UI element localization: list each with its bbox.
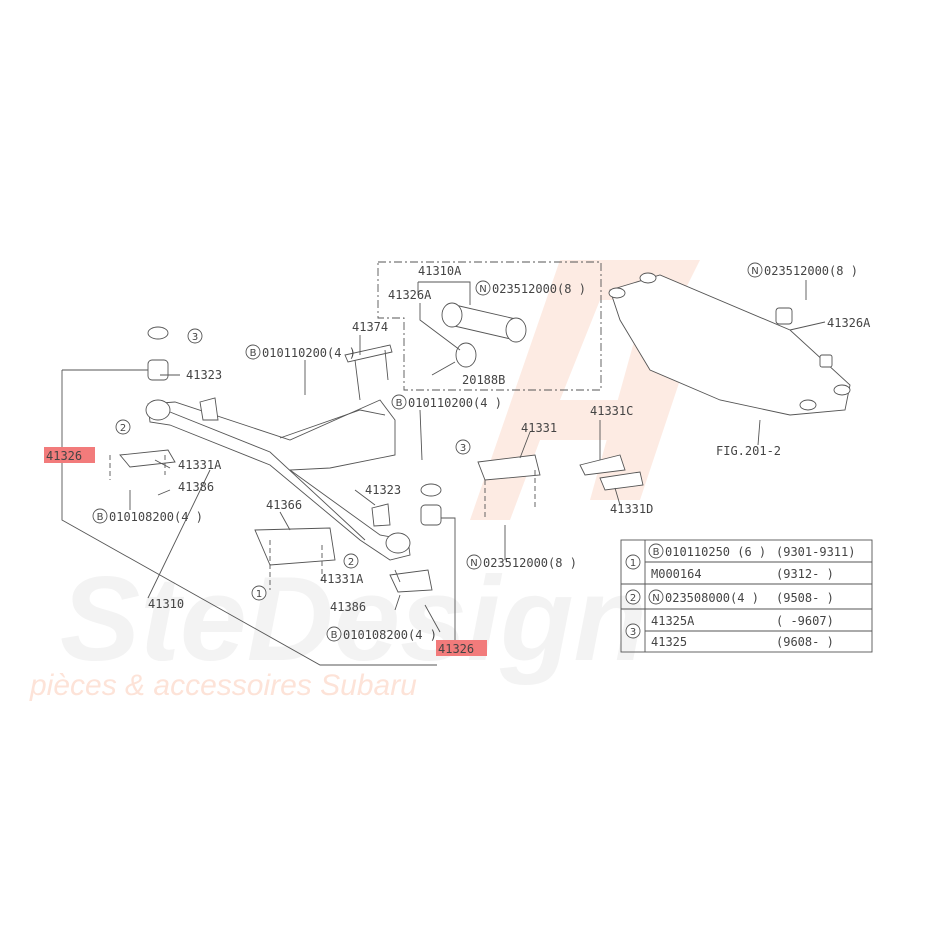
label-41323-left: 41323	[186, 368, 222, 382]
nut-callout-right: N 023512000(8 )	[747, 262, 858, 278]
ref-3-top: 3	[187, 328, 203, 344]
label-41386-mid: 41386	[330, 600, 366, 614]
callouts-two: 2	[348, 557, 354, 568]
callouts-nut: N	[751, 266, 758, 277]
table-rows-3-range: ( -9607)	[776, 614, 834, 628]
table-row: 1 B 010110250 (6 ) (9301-9311)	[625, 543, 855, 570]
table-row: 41325 (9608- )	[651, 635, 834, 649]
label-41331D: 41331D	[610, 502, 653, 516]
callouts-three: 3	[192, 332, 198, 343]
table-rows-4-part: 41325	[651, 635, 687, 649]
label-nut-right: 023512000(8 )	[764, 264, 858, 278]
label-41331C: 41331C	[590, 404, 633, 418]
label-41326A-right: 41326A	[827, 316, 871, 330]
table-rows-1-part: M000164	[651, 567, 702, 581]
label-bolt-mid: 010110200(4 )	[408, 396, 502, 410]
label-41331: 41331	[521, 421, 557, 435]
bushing-41326-left	[147, 326, 169, 381]
bracket-41331A-mid	[389, 569, 433, 593]
leader-lines	[61, 280, 826, 666]
table-rows-1-range: (9312- )	[776, 567, 834, 581]
group-box	[377, 261, 602, 391]
label-bolt-left: 010110200(4 )	[262, 346, 356, 360]
callouts-one: 1	[256, 589, 262, 600]
reference-crossmember	[608, 272, 851, 416]
table-rows-0-part: 010110250 (6 )	[665, 545, 766, 559]
watermark-logo: SteDesign pièces & accessoires Subaru	[29, 260, 700, 702]
nut-callout-mid: N 023512000(8 )	[466, 554, 577, 570]
callouts-bolt: B	[97, 512, 104, 523]
ref-1: 1	[251, 585, 267, 601]
label-41326-right[interactable]: 41326	[438, 642, 474, 656]
ref-2-left: 2	[115, 419, 131, 435]
callouts-bolt: B	[396, 398, 403, 409]
watermark-tagline: pièces & accessoires Subaru	[29, 669, 417, 702]
nut-callout-top: N 023512000(8 )	[475, 280, 586, 296]
table-rows-4-range: (9608- )	[776, 635, 834, 649]
bracket-41331D	[599, 471, 644, 491]
crossmember-41310	[145, 397, 411, 561]
parts-table: 1 B 010110250 (6 ) (9301-9311) M000164 (…	[620, 539, 873, 653]
table-rows-0-ref: 1	[630, 558, 636, 569]
label-41326-left[interactable]: 41326	[46, 449, 82, 463]
label-41326A-top: 41326A	[388, 288, 432, 302]
link-41374	[344, 344, 393, 401]
table-rows-2-prefix: N	[652, 593, 659, 604]
callouts-bolt: B	[331, 630, 338, 641]
bushing-assembly-41310A	[431, 302, 527, 376]
ref-2-mid: 2	[343, 553, 359, 569]
label-41323-mid: 41323	[365, 483, 401, 497]
table-rows-0-range: (9301-9311)	[776, 545, 855, 559]
bracket-41331A-left	[119, 449, 176, 468]
label-41310A: 41310A	[418, 264, 462, 278]
callouts-bolt: B	[250, 348, 257, 359]
label-nut-top: 023512000(8 )	[492, 282, 586, 296]
table-row: M000164 (9312- )	[651, 567, 834, 581]
table-rows-2-range: (9508- )	[776, 591, 834, 605]
bushing-41326-right	[420, 483, 442, 526]
table-rows-3-part: 41325A	[651, 614, 695, 628]
bracket-41366	[254, 527, 336, 566]
bracket-41331	[477, 454, 541, 481]
bolt-callout-lower-mid: B 010108200(4 )	[326, 626, 437, 642]
table-rows-2-ref: 2	[630, 593, 636, 604]
callouts-nut: N	[470, 558, 477, 569]
table-row: 2 N 023508000(4 ) (9508- )	[625, 589, 834, 605]
label-41331A-mid: 41331A	[320, 572, 364, 586]
label-20188B: 20188B	[462, 373, 505, 387]
bracket-41331C	[579, 454, 626, 476]
label-bolt-lower-left: 010108200(4 )	[109, 510, 203, 524]
label-41366: 41366	[266, 498, 302, 512]
label-nut-mid: 023512000(8 )	[483, 556, 577, 570]
callouts-nut: N	[479, 284, 486, 295]
label-41374: 41374	[352, 320, 388, 334]
bolt-callout-left: B 010110200(4 )	[245, 344, 356, 360]
bolt-callout-lower-left: B 010108200(4 )	[92, 508, 203, 524]
label-41310: 41310	[148, 597, 184, 611]
callouts-three: 3	[460, 443, 466, 454]
label-41386-left: 41386	[178, 480, 214, 494]
table-row: 3 41325A ( -9607)	[625, 614, 834, 639]
table-rows-0-prefix: B	[653, 547, 660, 558]
ref-3-mid: 3	[455, 439, 471, 455]
bolt-callout-mid: B 010110200(4 )	[391, 394, 502, 410]
callouts-two: 2	[120, 423, 126, 434]
label-41331A-left: 41331A	[178, 458, 222, 472]
highlight-41326-right[interactable]: 41326	[436, 640, 487, 656]
table-rows-2-part: 023508000(4 )	[665, 591, 759, 605]
table-rows-3-ref: 3	[630, 627, 636, 638]
label-bolt-lower-mid: 010108200(4 )	[343, 628, 437, 642]
highlight-41326-left[interactable]: 41326	[44, 447, 95, 463]
label-fig-ref: FIG.201-2	[716, 444, 781, 458]
